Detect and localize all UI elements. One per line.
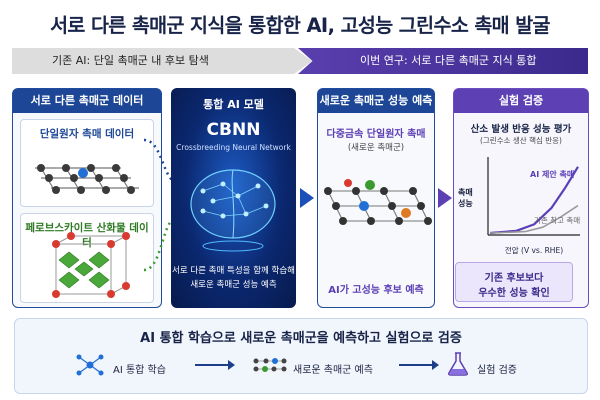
oer-chart-subtitle: (그린수소 생산 핵심 반응) [479, 136, 562, 145]
result-line1: 기존 후보보다 [484, 273, 544, 284]
new-catalyst-group-label: (새로운 촉매군) [347, 143, 405, 153]
neural-brain-icon [190, 169, 276, 252]
page-title: 서로 다른 촉매군 지식을 통합한 AI, 고성능 그린수소 촉매 발굴 [50, 14, 550, 37]
multi-metal-lattice-icon [324, 179, 432, 225]
step-ai-training: AI 통합 학습 [113, 365, 166, 376]
chart-series-line-1 [489, 204, 579, 234]
verification-panel-header: 실험 검증 [454, 89, 588, 113]
model-name: CBNN [206, 120, 261, 140]
result-line2: 우수한 성능 확인 [478, 288, 550, 299]
ai-model-panel: 통합 AI 모델 CBNN Crossbreeding Neural Netwo… [171, 88, 296, 308]
catalyst-lattice-icon [253, 358, 287, 372]
model-full-name: Crossbreeding Neural Network [176, 143, 291, 152]
ai-model-header: 통합 AI 모델 [203, 98, 264, 111]
perovskite-data-box: 페로브스카이트 산화물 데이터 [20, 213, 154, 303]
data-panel-header: 서로 다른 촉매군 데이터 [13, 89, 161, 113]
perovskite-data-label: 페로브스카이트 산화물 데이터 [25, 222, 149, 249]
arrow-right-icon-2 [438, 188, 452, 208]
flask-icon [448, 352, 468, 376]
prediction-panel: 새로운 촉매군 성능 예측 다중금속 단일원자 촉매 (새로운 촉매군) AI가… [317, 88, 435, 308]
perovskite-structure-icon [52, 232, 130, 298]
step-arrow-2 [399, 360, 439, 370]
step-new-catalyst-prediction: 새로운 촉매군 예측 [293, 365, 373, 376]
single-atom-data-label: 단일원자 촉매 데이터 [39, 128, 135, 140]
data-panel: 서로 다른 촉매군 데이터 단일원자 촉매 데이터 페로브스카이트 산화물 데이… [12, 88, 162, 308]
banner-this-study: 이번 연구: 서로 다른 촉매군 지식 통합 [298, 48, 588, 74]
chart-xlabel: 전압 (V vs. RHE) [504, 246, 564, 255]
data-to-ai-connectors [143, 138, 173, 272]
network-icon [76, 354, 104, 376]
banner-conventional-ai: 기존 AI: 단일 촉매군 내 후보 탐색 [12, 48, 312, 74]
ai-description-line2: 새로운 촉매군 성능 예측 [190, 280, 277, 290]
series-label-ai: AI 제안 촉매 [530, 170, 575, 179]
multi-metal-catalyst-label: 다중금속 단일원자 촉매 [326, 129, 426, 140]
ai-candidate-prediction-label: AI가 고성능 후보 예측 [328, 285, 424, 296]
oer-performance-chart [487, 157, 580, 236]
chart-ylabel: 촉매 성능 [458, 188, 473, 208]
chart-series-line-0 [489, 166, 579, 235]
arrow-right-icon [300, 188, 314, 208]
single-atom-data-box: 단일원자 촉매 데이터 [20, 119, 154, 207]
summary-title: AI 통합 학습으로 새로운 촉매군을 예측하고 실험으로 검증 [140, 331, 462, 346]
oer-chart-title: 산소 발생 반응 성능 평가 [470, 124, 572, 135]
result-box: 기존 후보보다 우수한 성능 확인 [455, 262, 573, 302]
summary-box: AI 통합 학습으로 새로운 촉매군을 예측하고 실험으로 검증 AI 통합 학… [14, 318, 588, 394]
step-arrow-1 [195, 360, 235, 370]
step-experimental-verification: 실험 검증 [477, 365, 517, 376]
prediction-panel-header: 새로운 촉매군 성능 예측 [318, 89, 434, 113]
ai-description-line1: 서로 다른 촉매 특성을 함께 학습해 [172, 266, 295, 276]
single-atom-lattice-icon [35, 164, 139, 194]
series-label-baseline: 기존 최고 촉매 [534, 216, 581, 225]
